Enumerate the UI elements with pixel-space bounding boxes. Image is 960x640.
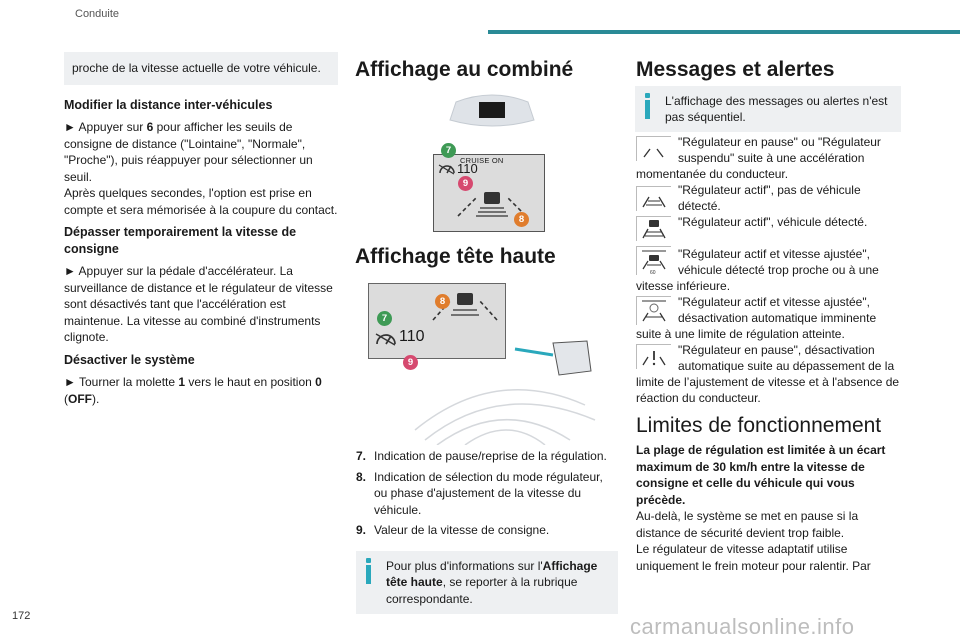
title-limites-fonctionnement: Limites de fonctionnement bbox=[636, 414, 882, 437]
hud-speedometer-icon bbox=[375, 330, 397, 351]
message-1-cont: momentanée du conducteur. bbox=[636, 167, 789, 181]
list-item: 9.Valeur de la vitesse de consigne. bbox=[356, 523, 550, 537]
callout-7: 7 bbox=[377, 311, 392, 326]
heading-depasser: Dépasser temporairement la vitesse de co… bbox=[64, 225, 297, 256]
speed-adjust-icon: 60 bbox=[636, 246, 671, 276]
middle-legend: 7.Indication de pause/reprise de la régu… bbox=[356, 448, 618, 614]
left-column: proche de la vitesse actuelle de votre v… bbox=[64, 52, 338, 413]
paragraph-distance-1: ► Appuyer sur 6 pour afficher les seuils… bbox=[64, 120, 313, 184]
paragraph-desactiver: ► Tourner la molette 1 vers le haut en p… bbox=[64, 375, 322, 406]
callout-8: 8 bbox=[435, 294, 450, 309]
limites-paragraph-1: Au-delà, le système se met en pause si l… bbox=[636, 509, 859, 540]
road-icon bbox=[636, 186, 671, 211]
callout-8: 8 bbox=[514, 212, 529, 227]
svg-text:60: 60 bbox=[650, 270, 656, 275]
section-header: Conduite bbox=[75, 8, 120, 20]
list-item: 8.Indication de sélection du mode régula… bbox=[356, 469, 603, 517]
info-box-messages: L'affichage des messages ou alertes n'es… bbox=[635, 86, 901, 132]
limites-paragraph-2: Le régulateur de vitesse adaptatif utili… bbox=[636, 542, 871, 573]
callout-9: 9 bbox=[458, 176, 473, 191]
cluster-road-car-icon bbox=[454, 188, 530, 223]
message-6-cont: limite de l’ajustement de vitesse et à l… bbox=[636, 375, 900, 405]
footer-watermark: carmanualsonline.info bbox=[630, 614, 855, 639]
header-accent-bar bbox=[488, 30, 960, 34]
page-number: 172 bbox=[12, 610, 31, 622]
legend-list: 7.Indication de pause/reprise de la régu… bbox=[356, 448, 618, 539]
cruise-speedometer-icon bbox=[438, 161, 456, 180]
hud-dashboard-illustration bbox=[395, 335, 610, 446]
message-3: "Régulateur actif", véhicule détecté. bbox=[678, 215, 868, 229]
cruise-on-label: CRUISE ON bbox=[460, 156, 504, 165]
paragraph-distance-2: Après quelques secondes, l'option est pr… bbox=[64, 186, 338, 217]
instrument-cluster-illustration bbox=[448, 92, 536, 130]
continued-text-box: proche de la vitesse actuelle de votre v… bbox=[64, 52, 338, 85]
message-5: "Régulateur actif et vitesse ajustée",dé… bbox=[678, 295, 877, 325]
callout-7: 7 bbox=[441, 143, 456, 158]
heading-distance: Modifier la distance inter-véhicules bbox=[64, 97, 273, 112]
title-affichage-combine: Affichage au combiné bbox=[355, 58, 574, 81]
message-4: "Régulateur actif et vitesse ajustée",vé… bbox=[678, 247, 879, 277]
pause-icon bbox=[636, 136, 671, 161]
cruise-speed-value: 110 bbox=[457, 161, 478, 176]
paragraph-depasser: ► Appuyer sur la pédale d'accélérateur. … bbox=[64, 264, 333, 344]
continued-text: proche de la vitesse actuelle de votre v… bbox=[72, 61, 321, 75]
heading-desactiver: Désactiver le système bbox=[64, 352, 195, 367]
limites-bold-paragraph: La plage de régulation est limitée à un … bbox=[636, 443, 886, 507]
title-affichage-tete-haute: Affichage tête haute bbox=[355, 245, 556, 268]
message-4-cont: vitesse inférieure. bbox=[636, 279, 731, 293]
callout-9: 9 bbox=[403, 355, 418, 370]
car-detected-icon bbox=[636, 216, 671, 241]
message-5-cont: suite à une limite de régulation atteint… bbox=[636, 327, 845, 341]
speed-limit-icon bbox=[636, 296, 671, 325]
hud-speed-value: 110 bbox=[399, 328, 425, 345]
warning-icon bbox=[636, 344, 671, 369]
info-icon bbox=[645, 93, 650, 119]
info-box-hud: Pour plus d'informations sur l'Affichage… bbox=[356, 550, 618, 614]
cluster-screen: CRUISE ON 110 bbox=[433, 154, 545, 232]
info-icon bbox=[366, 557, 371, 584]
title-messages-alertes: Messages et alertes bbox=[636, 58, 835, 81]
limites-text: La plage de régulation est limitée à un … bbox=[636, 442, 898, 580]
list-item: 7.Indication de pause/reprise de la régu… bbox=[356, 449, 607, 463]
